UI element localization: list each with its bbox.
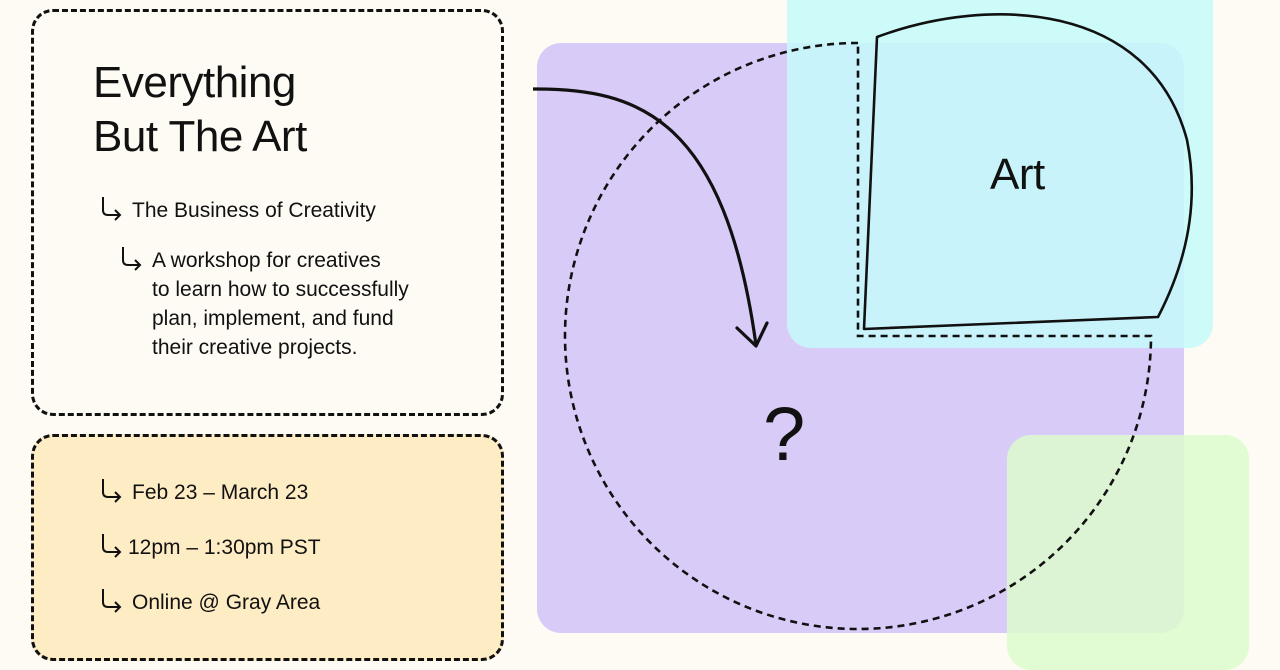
return-arrow-icon bbox=[100, 533, 122, 558]
green-block bbox=[1007, 435, 1249, 670]
info-card bbox=[31, 9, 504, 416]
event-time: 12pm – 1:30pm PST bbox=[128, 536, 321, 559]
return-arrow-icon bbox=[100, 196, 122, 221]
time-row: 12pm – 1:30pm PST bbox=[100, 533, 321, 562]
subtitle: The Business of Creativity bbox=[132, 199, 376, 222]
title-line-2: But The Art bbox=[93, 112, 307, 161]
description-line-4: their creative projects. bbox=[152, 336, 358, 359]
dates-row: Feb 23 – March 23 bbox=[100, 478, 308, 507]
location-row: Online @ Gray Area bbox=[100, 588, 320, 617]
description-row: A workshop for creatives to learn how to… bbox=[120, 246, 452, 362]
title-line-1: Everything bbox=[93, 58, 296, 107]
question-mark-label: ? bbox=[763, 392, 806, 477]
description: A workshop for creatives to learn how to… bbox=[152, 246, 452, 362]
description-line-3: plan, implement, and fund bbox=[152, 307, 394, 330]
return-arrow-icon bbox=[100, 478, 122, 503]
subtitle-row: The Business of Creativity bbox=[100, 196, 376, 225]
event-location: Online @ Gray Area bbox=[132, 591, 321, 614]
event-dates: Feb 23 – March 23 bbox=[132, 481, 309, 504]
return-arrow-icon bbox=[100, 588, 122, 613]
return-arrow-icon bbox=[120, 246, 142, 271]
description-line-2: to learn how to successfully bbox=[152, 278, 409, 301]
art-label: Art bbox=[990, 150, 1045, 199]
details-card bbox=[31, 434, 504, 661]
description-line-1: A workshop for creatives bbox=[152, 249, 381, 272]
page-title: Everything But The Art bbox=[93, 56, 307, 164]
